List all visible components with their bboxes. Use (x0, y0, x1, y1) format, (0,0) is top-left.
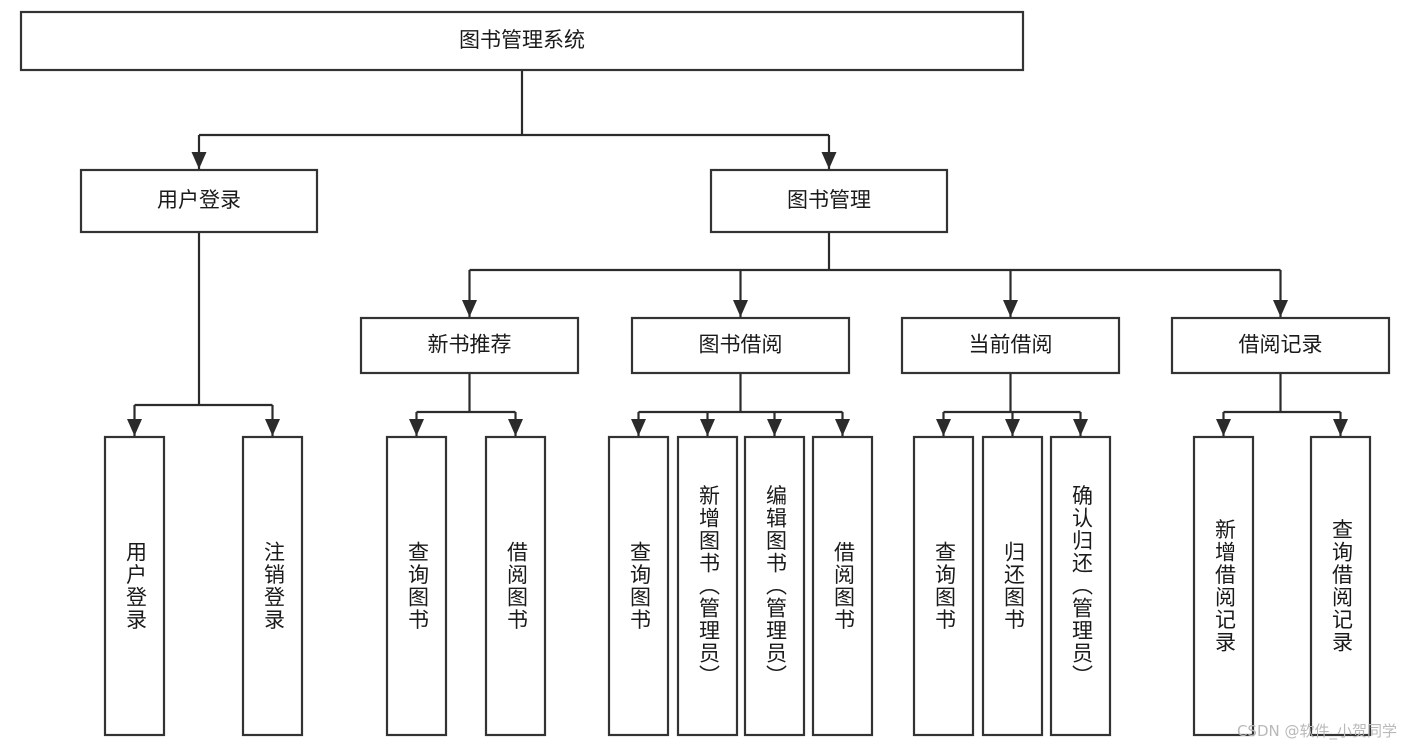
arrow-head-borrow-record (1273, 300, 1288, 317)
node-box-leaf-borrow-book (811, 435, 874, 737)
node-book-management[interactable]: 图书管理 (709, 168, 949, 234)
csdn-watermark: CSDN @软件_小贺同学 (1236, 722, 1397, 740)
arrow-head-leaf-confirm-return (1073, 419, 1088, 436)
node-label-leaf-add-record: 新增借阅记录 (1213, 519, 1237, 654)
node-label-current-borrow: 当前借阅 (969, 333, 1053, 357)
node-leaf-query-book-cur[interactable]: 查询图书 (912, 435, 975, 737)
node-leaf-user-login[interactable]: 用户登录 (103, 435, 166, 737)
node-box-current-borrow (900, 316, 1121, 375)
node-label-leaf-borrow-book: 借阅图书 (832, 541, 856, 631)
arrow-head-leaf-borrow-book-rec (508, 419, 523, 436)
arrow-head-current-borrow (1003, 300, 1018, 317)
node-leaf-query-record[interactable]: 查询借阅记录 (1309, 435, 1372, 737)
arrow-head-leaf-query-record (1333, 419, 1348, 436)
node-leaf-borrow-book[interactable]: 借阅图书 (811, 435, 874, 737)
node-label-book-borrow: 图书借阅 (699, 333, 783, 357)
node-label-borrow-record: 借阅记录 (1239, 333, 1323, 357)
node-box-book-borrow (630, 316, 851, 375)
node-box-borrow-record (1170, 316, 1391, 375)
arrow-head-leaf-add-book (700, 419, 715, 436)
node-box-leaf-edit-book (743, 435, 806, 737)
node-label-user-login: 用户登录 (157, 188, 241, 212)
node-box-leaf-add-record (1192, 435, 1255, 737)
node-leaf-confirm-return[interactable]: 确认归还（管理员） (1049, 435, 1112, 737)
arrow-head-leaf-query-book-borrow (631, 419, 646, 436)
node-box-root (19, 10, 1025, 72)
node-label-leaf-confirm-return: 确认归还（管理员） (1070, 485, 1094, 688)
node-box-new-book-recommend (359, 316, 580, 375)
arrow-head-leaf-return-book (1005, 419, 1020, 436)
node-label-root: 图书管理系统 (459, 28, 585, 52)
node-label-leaf-borrow-book-rec: 借阅图书 (505, 541, 529, 631)
node-box-leaf-user-login (103, 435, 166, 737)
arrow-head-leaf-logout-login (265, 419, 280, 436)
node-box-book-management (709, 168, 949, 234)
arrow-head-book-borrow (733, 300, 748, 317)
node-label-leaf-query-record: 查询借阅记录 (1330, 519, 1354, 654)
arrow-head-user-login (191, 152, 207, 169)
node-box-leaf-query-book-rec (385, 435, 448, 737)
arrow-head-leaf-query-book-rec (409, 419, 424, 436)
node-box-leaf-confirm-return (1049, 435, 1112, 737)
node-leaf-query-book-borrow[interactable]: 查询图书 (607, 435, 670, 737)
node-layer: 图书管理系统用户登录图书管理新书推荐图书借阅当前借阅借阅记录用户登录注销登录查询… (19, 10, 1391, 737)
arrow-head-leaf-add-record (1216, 419, 1231, 436)
node-leaf-borrow-book-rec[interactable]: 借阅图书 (484, 435, 547, 737)
node-label-leaf-user-login: 用户登录 (124, 541, 148, 631)
arrow-head-leaf-query-book-cur (936, 419, 951, 436)
node-new-book-recommend[interactable]: 新书推荐 (359, 316, 580, 375)
arrow-head-book-management (821, 152, 837, 169)
connector-layer (127, 70, 1348, 436)
node-root[interactable]: 图书管理系统 (19, 10, 1025, 72)
node-book-borrow[interactable]: 图书借阅 (630, 316, 851, 375)
node-label-leaf-logout-login: 注销登录 (262, 541, 286, 631)
node-label-leaf-return-book: 归还图书 (1002, 541, 1026, 631)
node-label-leaf-query-book-borrow: 查询图书 (628, 541, 652, 631)
node-label-new-book-recommend: 新书推荐 (428, 333, 512, 357)
node-label-book-management: 图书管理 (787, 188, 871, 212)
node-box-leaf-query-book-cur (912, 435, 975, 737)
node-leaf-query-book-rec[interactable]: 查询图书 (385, 435, 448, 737)
node-current-borrow[interactable]: 当前借阅 (900, 316, 1121, 375)
node-label-leaf-query-book-cur: 查询图书 (933, 541, 957, 631)
node-label-leaf-add-book: 新增图书（管理员） (697, 485, 721, 688)
node-borrow-record[interactable]: 借阅记录 (1170, 316, 1391, 375)
node-label-leaf-edit-book: 编辑图书（管理员） (764, 485, 788, 688)
node-box-leaf-add-book (676, 435, 739, 737)
arrow-head-new-book-recommend (462, 300, 477, 317)
node-label-leaf-query-book-rec: 查询图书 (406, 541, 430, 631)
arrow-head-leaf-borrow-book (835, 419, 850, 436)
node-box-user-login (79, 168, 319, 234)
node-box-leaf-query-book-borrow (607, 435, 670, 737)
node-leaf-edit-book[interactable]: 编辑图书（管理员） (743, 435, 806, 737)
node-leaf-return-book[interactable]: 归还图书 (981, 435, 1044, 737)
node-leaf-add-book[interactable]: 新增图书（管理员） (676, 435, 739, 737)
node-leaf-add-record[interactable]: 新增借阅记录 (1192, 435, 1255, 737)
arrow-head-leaf-user-login (127, 419, 142, 436)
node-box-leaf-logout-login (241, 435, 304, 737)
arrow-head-leaf-edit-book (767, 419, 782, 436)
node-leaf-logout-login[interactable]: 注销登录 (241, 435, 304, 737)
node-box-leaf-return-book (981, 435, 1044, 737)
node-box-leaf-query-record (1309, 435, 1372, 737)
node-user-login[interactable]: 用户登录 (79, 168, 319, 234)
node-box-leaf-borrow-book-rec (484, 435, 547, 737)
